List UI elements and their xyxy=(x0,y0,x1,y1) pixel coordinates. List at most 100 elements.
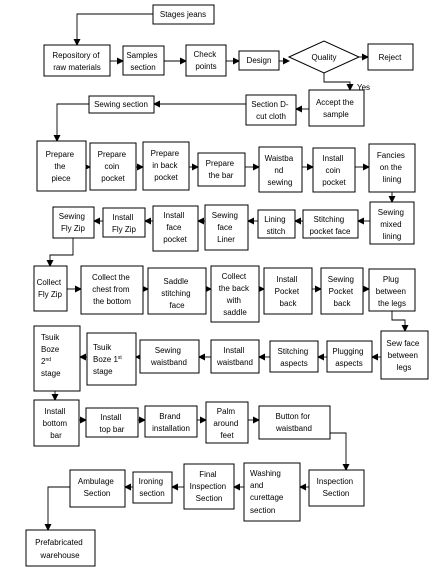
node-prepare-coin-pocket: Prepare coin pocket xyxy=(89,142,137,191)
node-button-waistband: Button for waistband xyxy=(258,405,331,440)
svg-text:Fancies on the lin: Fancies on the lining xyxy=(377,151,407,184)
node-label-line: pocket xyxy=(154,173,178,182)
node-label: Reject xyxy=(379,53,402,62)
node-label: Sewing section xyxy=(94,100,148,109)
node-label-line: aspects xyxy=(280,359,308,368)
node-label-line: points xyxy=(195,62,216,71)
node-label-line: Inspection xyxy=(317,477,353,486)
svg-text:Collect the chest from: Collect the chest from the bottom xyxy=(92,273,132,306)
svg-text:Sewing mixed linin: Sewing mixed lining xyxy=(378,208,406,241)
node-collect-fly-zip: Collect Fly Zip xyxy=(33,265,68,312)
node-label-line: legs xyxy=(397,363,412,372)
svg-text:Samples section: Samples section xyxy=(126,51,159,72)
node-label: Quality xyxy=(312,53,337,62)
node-label-line: bar xyxy=(50,431,62,440)
svg-text:Tsuik Boze 2nd: Tsuik Boze 2nd stage xyxy=(41,333,61,378)
svg-text:Install Fly Zip: Install Fly Zip xyxy=(112,213,137,234)
node-label-line: pocket xyxy=(322,178,346,187)
node-label-line: in back xyxy=(152,161,178,170)
node-label-line: section xyxy=(139,489,164,498)
node-waistband-sewing: Waistba nd sewing xyxy=(258,146,303,193)
node-label-line: Final xyxy=(199,470,217,479)
node-label-line: sample xyxy=(323,110,349,119)
node-label-line: pocket xyxy=(101,174,125,183)
node-label-line: the bottom xyxy=(93,297,131,306)
node-label-line: Repository of xyxy=(52,51,100,60)
node-section-d-cut-cloth: Section D- cut cloth xyxy=(245,94,297,126)
node-label-line: section xyxy=(130,63,155,72)
node-label-line: Saddle xyxy=(163,277,188,286)
node-label-line: Stitching xyxy=(278,347,309,356)
node-label-line: on the xyxy=(380,163,403,172)
node-label-line: curettage xyxy=(250,493,284,502)
node-label-line: face xyxy=(166,223,182,232)
node-label-line: Sewing xyxy=(212,211,238,220)
svg-text:Accept the sample: Accept the sample xyxy=(316,98,356,119)
node-label-line: face xyxy=(169,301,185,310)
node-label-line: Waistba xyxy=(265,154,294,163)
node-label-line: chest from xyxy=(92,285,130,294)
node-prefabricated-warehouse: Prefabricated warehouse xyxy=(25,529,96,567)
edge-sewing-to-prepare-piece xyxy=(53,103,89,142)
node-label-line: Install xyxy=(276,275,297,284)
node-label-line: and xyxy=(250,481,263,490)
node-repository: Repository of raw materials xyxy=(43,44,111,77)
svg-text:Prepare the piece: Prepare the piece xyxy=(46,150,77,183)
node-label-line: around xyxy=(213,419,238,428)
node-label-line: section xyxy=(250,506,275,515)
node-label-line: the legs xyxy=(378,299,406,308)
svg-text:Stitching pocket face: Stitching pocket face xyxy=(310,215,351,236)
node-label-line: Boze 1 xyxy=(93,355,118,364)
node-label-line: 2 xyxy=(41,357,46,366)
node-label-line: Ironing xyxy=(139,477,163,486)
node-collect-chest: Collect the chest from the bottom xyxy=(80,265,144,315)
svg-text:Collect the back w: Collect the back with saddle xyxy=(219,272,251,317)
node-check-points: Check points xyxy=(185,44,227,77)
svg-text:Section D- cut cloth: Section D- cut cloth xyxy=(251,100,291,121)
edge-flyzip-to-collect xyxy=(46,238,74,267)
node-label-line: nd xyxy=(274,166,283,175)
node-plugging-aspects: Plugging aspects xyxy=(326,340,373,373)
node-label-line: Collect xyxy=(222,272,247,281)
node-label-line: coin xyxy=(326,166,341,175)
node-label-line: Sewing xyxy=(378,208,404,217)
node-brand-installation: Brand installation xyxy=(144,405,198,438)
node-install-bottom-bar: Install bottom bar xyxy=(33,399,80,447)
node-label-line: mixed xyxy=(380,220,401,229)
node-label-line: waistband xyxy=(275,424,312,433)
node-label-line: Prepare xyxy=(151,149,180,158)
svg-text:Prepare the bar: Prepare the bar xyxy=(206,159,237,180)
node-label-line: Install xyxy=(163,211,184,220)
svg-text:Install waistband: Install waistband xyxy=(216,346,253,367)
node-sewing-pocket-back: Sewing Pocket back xyxy=(320,267,364,315)
node-label-line: Install xyxy=(112,213,133,222)
node-label-line: Sew face xyxy=(386,339,419,348)
node-label-line: Sewing xyxy=(155,346,181,355)
node-ironing-section: Ironing section xyxy=(132,471,173,504)
node-label-line: Samples xyxy=(126,51,157,60)
svg-text:Install bottom bar: Install bottom bar xyxy=(43,407,70,440)
node-label-line: Sewing xyxy=(59,212,85,221)
node-label-line: Tsuik xyxy=(41,333,60,342)
node-label-superscript: nd xyxy=(45,357,51,363)
node-label-superscript: st xyxy=(118,355,123,361)
svg-text:Repository of raw materi: Repository of raw materials xyxy=(52,51,101,72)
edge-label-yes: Yes xyxy=(357,83,370,92)
node-label-line: Inspection xyxy=(190,482,226,491)
node-install-waistband: Install waistband xyxy=(210,339,260,374)
svg-text:Saddle stitching f: Saddle stitching face xyxy=(161,277,193,310)
node-label: Design xyxy=(247,56,272,65)
node-label-line: face xyxy=(217,223,233,232)
node-prepare-piece: Prepare the piece xyxy=(36,140,87,192)
node-label-line: Collect the xyxy=(92,273,130,282)
node-sewing-waistband: Sewing waistband xyxy=(139,339,200,374)
node-label-line: Liner xyxy=(217,235,235,244)
svg-text:Install Pocket bac: Install Pocket back xyxy=(275,275,302,308)
node-label-line: waistband xyxy=(150,358,187,367)
node-label-line: lining xyxy=(383,232,402,241)
svg-text:Washing and curett: Washing and curettage section xyxy=(250,469,286,515)
node-label-line: saddle xyxy=(223,308,247,317)
flow-connectors xyxy=(44,13,409,531)
svg-text:Brand installation: Brand installation xyxy=(152,412,190,433)
